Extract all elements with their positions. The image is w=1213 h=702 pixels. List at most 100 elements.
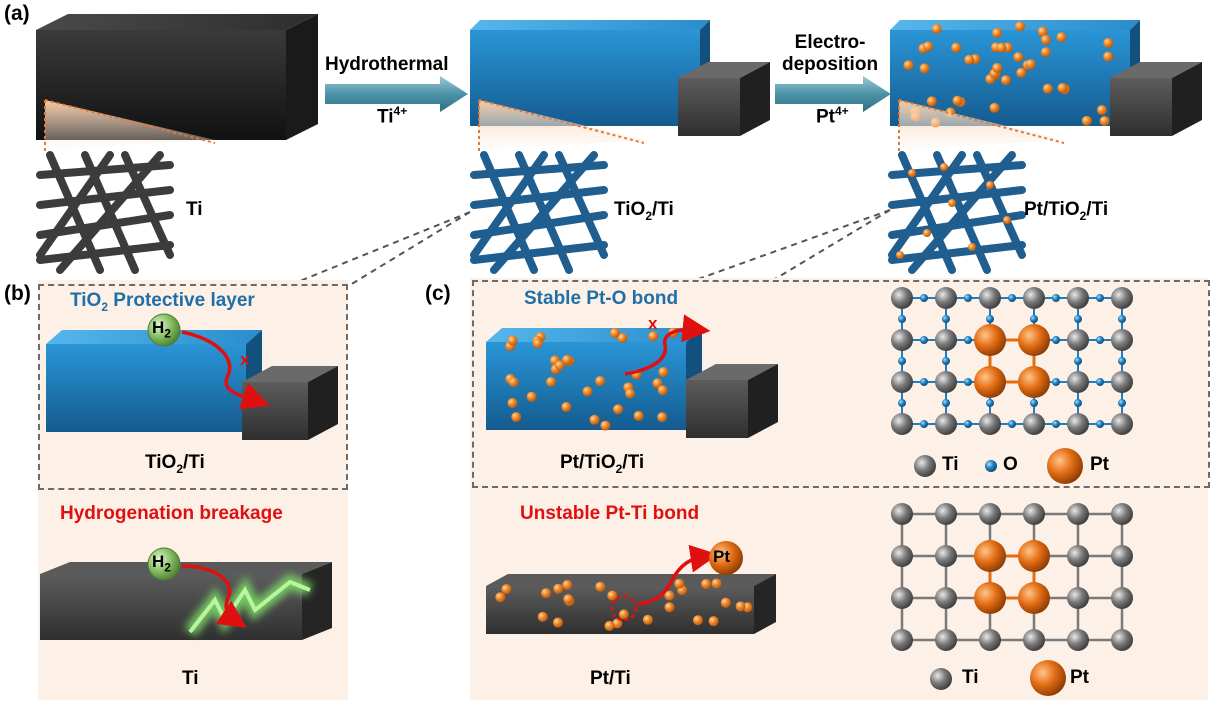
pt-particle [1042, 83, 1053, 94]
pt-particle [1057, 83, 1068, 94]
pt-particle [507, 335, 518, 346]
legend-top-pt-icon [1047, 448, 1083, 484]
pt-particle [642, 614, 653, 625]
blocked-x-c: x [648, 314, 658, 333]
pt-particle [989, 102, 1000, 113]
tio2-label: TiO2/Ti [614, 199, 674, 223]
o-atom [920, 336, 928, 344]
pt-particle [692, 615, 703, 626]
pt-particle [701, 578, 712, 589]
pt-particle [903, 60, 914, 71]
pt-particle [1081, 115, 1092, 126]
pt-particle [607, 590, 618, 601]
ti-atom [891, 413, 913, 435]
ti-zoom-lines [44, 99, 216, 153]
pt-particle [648, 331, 659, 342]
ti-mesh [36, 151, 174, 274]
pt-particle [595, 581, 606, 592]
pt-particle [595, 375, 606, 386]
pt-particle [563, 594, 574, 605]
ti-atom [1067, 329, 1089, 351]
panel-b-tag: (b) [4, 282, 31, 305]
o-atom [1052, 336, 1060, 344]
pt-particle [1103, 37, 1114, 48]
pt-particle [1000, 75, 1011, 86]
pt-particle [511, 412, 522, 423]
pt-tio2-label: Pt/TiO2/Ti [1024, 199, 1109, 223]
o-atom [986, 315, 994, 323]
pt-particle [562, 579, 573, 590]
o-atom [1052, 378, 1060, 386]
pt-particle [600, 420, 611, 431]
pt-particle [720, 597, 731, 608]
pt-particle [495, 592, 506, 603]
pt-particle [613, 404, 624, 415]
pt-atom [1018, 540, 1050, 572]
panel-b-box [38, 284, 348, 490]
pt-atom [1018, 324, 1050, 356]
pt-particle [964, 54, 975, 65]
pt-particle [604, 620, 615, 631]
legend-bottom-pt-icon [1030, 660, 1066, 696]
pt-particle [618, 609, 629, 620]
panel-c-lower-caption: Pt/Ti [590, 668, 631, 689]
pt-escape-arrow-c [624, 314, 711, 376]
ti-atom [891, 587, 913, 609]
ti-atom [1111, 587, 1133, 609]
pt-particle [532, 338, 543, 349]
o-atom [1030, 315, 1038, 323]
o-atom [920, 294, 928, 302]
pt-particle [537, 611, 548, 622]
o-atom [898, 315, 906, 323]
tio2-block [470, 20, 770, 136]
o-atom [1118, 315, 1126, 323]
h2-path-arrow-b [181, 330, 270, 410]
pt-particle [633, 410, 644, 421]
pt-particle [711, 578, 722, 589]
o-atom [1074, 399, 1082, 407]
ti-label: Ti [186, 199, 203, 220]
pt-atom [1018, 366, 1050, 398]
pt-tio2-zoom-lines [898, 99, 1065, 153]
ti-atom [1111, 329, 1133, 351]
panel-b-caption: TiO2/Ti [145, 452, 205, 476]
pt-particle [562, 354, 573, 365]
o-atom [942, 315, 950, 323]
pt-particle [1099, 115, 1110, 126]
ti-atom [979, 413, 1001, 435]
h2-molecule-b [147, 313, 181, 347]
ti-atom [1067, 545, 1089, 567]
o-atom [1052, 294, 1060, 302]
ti-atom [1023, 503, 1045, 525]
pt-tio2-mesh [888, 151, 1026, 274]
pt-particle [931, 24, 942, 35]
pt-particle [501, 584, 512, 595]
ti-atom [891, 371, 913, 393]
h2-molecule-ti [147, 547, 181, 581]
o-atom [1008, 420, 1016, 428]
ti-atom [1067, 629, 1089, 651]
pt-particle [1040, 34, 1051, 45]
ti-atom [935, 371, 957, 393]
escaped-pt-ball [709, 541, 743, 575]
ti-atom [935, 629, 957, 651]
o-atom [1118, 399, 1126, 407]
o-atom [1008, 294, 1016, 302]
pt-particle [664, 602, 675, 613]
ti-atom [891, 287, 913, 309]
pt-particle [553, 583, 564, 594]
pt-particle [609, 327, 620, 338]
ti-atom [1111, 413, 1133, 435]
o-atom [1096, 294, 1104, 302]
o-atom [1052, 420, 1060, 428]
legend-top-ti-icon [914, 455, 936, 477]
pt-escape-arrow-pt-ti [637, 544, 719, 606]
o-atom [964, 294, 972, 302]
ti4-label: Ti4+ [377, 104, 408, 128]
legend-bottom-pt: Pt [1070, 667, 1089, 688]
o-atom [1096, 336, 1104, 344]
pt-particle [589, 414, 600, 425]
pt-particle [1056, 32, 1067, 43]
o-atom [986, 399, 994, 407]
